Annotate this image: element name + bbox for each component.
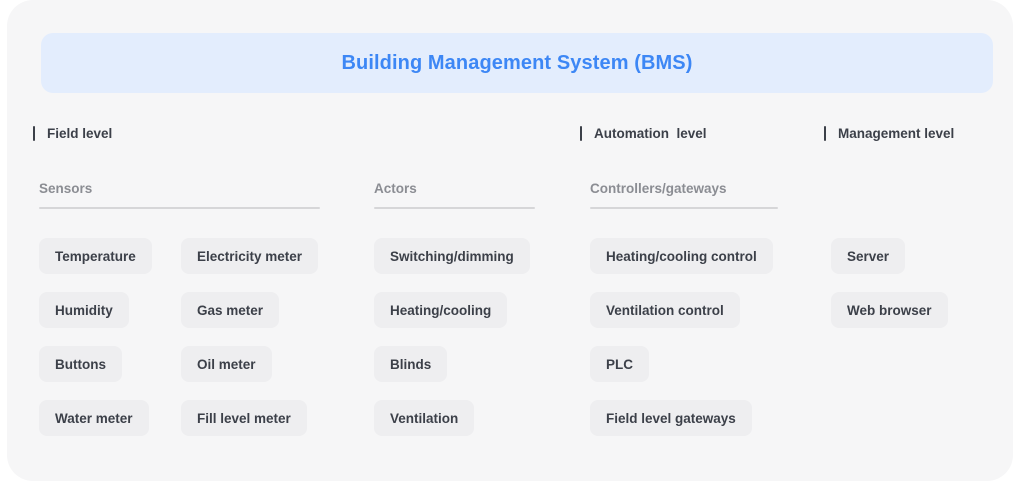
category-header-actors: Actors — [374, 181, 535, 209]
category-header-controllers: Controllers/gateways — [590, 181, 778, 209]
category-label-controllers: Controllers/gateways — [590, 181, 727, 196]
vertical-bar-icon — [33, 125, 35, 141]
pill-column-sensors-a: Temperature Humidity Buttons Water meter — [39, 238, 152, 436]
pill-item[interactable]: Ventilation control — [590, 292, 740, 328]
pill-column-actors: Switching/dimming Heating/cooling Blinds… — [374, 238, 530, 436]
vertical-bar-icon — [580, 125, 582, 141]
category-divider — [39, 207, 320, 209]
pill-item[interactable]: Fill level meter — [181, 400, 307, 436]
bms-diagram-card: Building Management System (BMS) Field l… — [7, 0, 1013, 481]
pill-item[interactable]: Temperature — [39, 238, 152, 274]
pill-item[interactable]: Web browser — [831, 292, 948, 328]
vertical-bar-icon — [824, 125, 826, 141]
level-header-row: Field level Automation level Management … — [7, 122, 1013, 144]
level-label-management: Management level — [838, 125, 955, 141]
pill-item[interactable]: Heating/cooling control — [590, 238, 773, 274]
level-header-management: Management level — [824, 122, 954, 144]
pill-item[interactable]: Oil meter — [181, 346, 272, 382]
pill-item[interactable]: Electricity meter — [181, 238, 319, 274]
pill-item[interactable]: Server — [831, 238, 906, 274]
pill-item[interactable]: Switching/dimming — [374, 238, 530, 274]
category-label-actors: Actors — [374, 181, 417, 196]
pill-column-sensors-b: Electricity meter Gas meter Oil meter Fi… — [181, 238, 319, 436]
level-label-field: Field level — [47, 125, 113, 141]
page-title: Building Management System (BMS) — [341, 51, 693, 74]
category-divider — [590, 207, 778, 209]
pill-item[interactable]: Gas meter — [181, 292, 280, 328]
pill-item[interactable]: Blinds — [374, 346, 448, 382]
pill-item[interactable]: Humidity — [39, 292, 129, 328]
pill-item[interactable]: PLC — [590, 346, 649, 382]
level-header-field: Field level — [33, 122, 112, 144]
category-label-sensors: Sensors — [39, 181, 93, 196]
pill-item[interactable]: Water meter — [39, 400, 149, 436]
pill-item[interactable]: Field level gateways — [590, 400, 752, 436]
level-label-automation: Automation level — [594, 125, 707, 141]
pill-item[interactable]: Buttons — [39, 346, 122, 382]
diagram-title-bar: Building Management System (BMS) — [41, 33, 993, 93]
pill-item[interactable]: Heating/cooling — [374, 292, 508, 328]
category-divider — [374, 207, 535, 209]
pill-column-management: Server Web browser — [831, 238, 948, 328]
pill-column-controllers: Heating/cooling control Ventilation cont… — [590, 238, 773, 436]
pill-item[interactable]: Ventilation — [374, 400, 475, 436]
category-header-sensors: Sensors — [39, 181, 320, 209]
level-header-automation: Automation level — [580, 122, 707, 144]
